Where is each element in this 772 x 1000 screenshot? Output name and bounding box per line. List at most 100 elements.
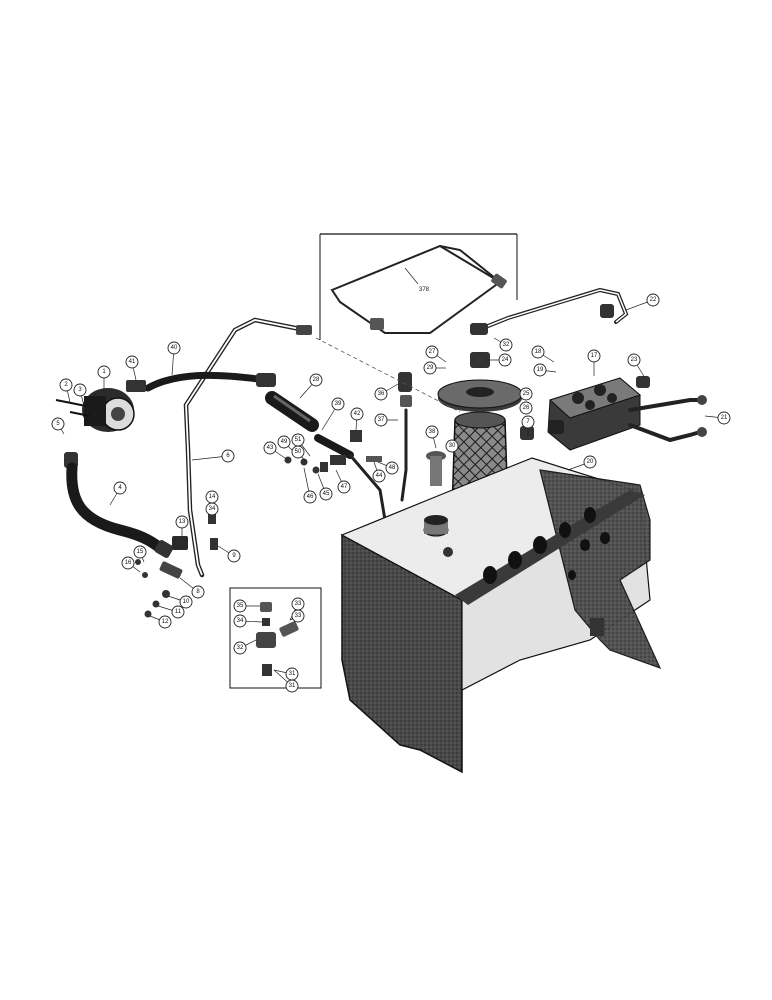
callout-46: 46 bbox=[303, 467, 317, 504]
callout-40: 40 bbox=[167, 341, 181, 376]
suction-hose-40 bbox=[144, 371, 276, 392]
callout-17: 17 bbox=[587, 349, 601, 376]
callout-number: 12 bbox=[162, 619, 169, 625]
callout-circle bbox=[277, 435, 291, 449]
callout-circle bbox=[121, 556, 135, 570]
callout-circle bbox=[587, 349, 601, 363]
callout-38: 38 bbox=[425, 425, 439, 449]
callout-15: 15 bbox=[133, 545, 147, 563]
callout-31: 31 bbox=[273, 667, 299, 681]
callout-circle bbox=[167, 341, 181, 355]
callout-number: 48 bbox=[389, 465, 396, 471]
callout-circle bbox=[51, 417, 65, 431]
inset-frame bbox=[229, 587, 322, 689]
callout-circle bbox=[717, 411, 731, 425]
callout-circle bbox=[233, 599, 247, 613]
callout-27: 27 bbox=[425, 345, 447, 363]
callout-number: 31 bbox=[289, 683, 296, 689]
callout-48: 48 bbox=[377, 461, 399, 475]
callout-number: 14 bbox=[209, 494, 216, 500]
callout-number: 28 bbox=[313, 377, 320, 383]
callout-number: 51 bbox=[295, 437, 302, 443]
callout-circle bbox=[263, 441, 277, 455]
callout-10: 10 bbox=[167, 595, 193, 609]
callout-circle bbox=[125, 355, 139, 369]
callout-number: 27 bbox=[429, 349, 436, 355]
callout-circle bbox=[291, 609, 305, 623]
callout-number: 9 bbox=[232, 553, 236, 559]
callout-18: 18 bbox=[531, 345, 555, 363]
callout-number: 15 bbox=[137, 549, 144, 555]
callout-circle bbox=[498, 353, 512, 367]
callout-number: 18 bbox=[535, 349, 542, 355]
callout-number: 24 bbox=[502, 357, 509, 363]
inset-fitting-tee bbox=[229, 587, 322, 689]
callout-number: 19 bbox=[537, 367, 544, 373]
callout-circle bbox=[205, 502, 219, 516]
callout-number: 25 bbox=[523, 391, 530, 397]
callout-11: 11 bbox=[157, 605, 185, 619]
callout-number: 3 bbox=[78, 387, 82, 393]
callout-circle bbox=[133, 545, 147, 559]
callout-26: 26 bbox=[519, 401, 533, 415]
callout-33: 33 bbox=[289, 609, 305, 623]
callout-number: 50 bbox=[295, 449, 302, 455]
callout-21: 21 bbox=[704, 411, 731, 425]
callout-number: 40 bbox=[171, 345, 178, 351]
callout-number: 20 bbox=[587, 459, 594, 465]
control-valve bbox=[520, 376, 707, 451]
pressure-hose-4 bbox=[64, 452, 174, 558]
callout-number: 26 bbox=[523, 405, 530, 411]
callout-number: 31 bbox=[289, 671, 296, 677]
callout-number: 11 bbox=[175, 609, 182, 615]
tube-nut bbox=[296, 325, 312, 335]
callout-circle bbox=[179, 595, 193, 609]
callout-number: 45 bbox=[323, 491, 330, 497]
callout-circle bbox=[191, 585, 205, 599]
callout-number: 37 bbox=[378, 417, 385, 423]
fittings-cluster-left bbox=[135, 508, 218, 618]
callout-number: 36 bbox=[378, 391, 385, 397]
callout-29: 29 bbox=[423, 361, 446, 375]
hose-28 bbox=[265, 391, 319, 432]
callout-number: 16 bbox=[125, 560, 132, 566]
callout-circle bbox=[337, 480, 351, 494]
callout-number: 42 bbox=[354, 411, 361, 417]
callout-circle bbox=[372, 469, 386, 483]
callout-number: 10 bbox=[183, 599, 190, 605]
callout-number: 43 bbox=[267, 445, 274, 451]
callout-number: 38 bbox=[429, 429, 436, 435]
callout-25: 25 bbox=[519, 387, 533, 401]
tube-fitting bbox=[370, 318, 384, 330]
callout-number: 33 bbox=[295, 613, 302, 619]
callout-circle bbox=[531, 345, 545, 359]
callout-number: 22 bbox=[650, 297, 657, 303]
callout-34: 34 bbox=[233, 614, 263, 628]
callout-24: 24 bbox=[488, 353, 512, 367]
callout-2: 2 bbox=[59, 378, 73, 403]
callout-circle bbox=[423, 361, 437, 375]
callout-6: 6 bbox=[191, 449, 235, 463]
callout-circle bbox=[227, 549, 241, 563]
callout-circle bbox=[331, 397, 345, 411]
callout-circle bbox=[627, 353, 641, 367]
callout-number: 17 bbox=[591, 353, 598, 359]
callout-circle bbox=[385, 461, 399, 475]
callout-number: 21 bbox=[721, 415, 728, 421]
callout-layer: 1234567891011121314151617181920212223242… bbox=[51, 293, 731, 693]
callout-number: 32 bbox=[237, 645, 244, 651]
callout-39: 39 bbox=[321, 397, 345, 431]
callout-circle bbox=[303, 490, 317, 504]
callout-circle bbox=[285, 679, 299, 693]
callout-31: 31 bbox=[273, 669, 299, 693]
callout-4: 4 bbox=[109, 481, 127, 506]
callout-number: 5 bbox=[56, 421, 60, 427]
callout-number: 6 bbox=[226, 453, 230, 459]
tube-39 bbox=[314, 434, 387, 527]
callout-circle bbox=[319, 487, 333, 501]
callout-1: 1 bbox=[97, 365, 111, 392]
callout-circle bbox=[73, 383, 87, 397]
callout-12: 12 bbox=[149, 615, 172, 629]
callout-circle bbox=[59, 378, 73, 392]
